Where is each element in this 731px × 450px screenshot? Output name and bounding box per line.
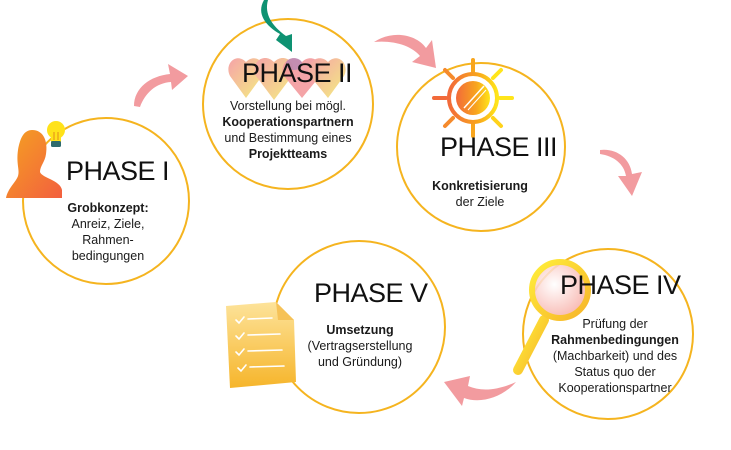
arrow-phase3-to-phase4 [600,149,642,196]
phase-5-description: Umsetzung (Vertragserstellung und Gründu… [290,322,430,370]
arrow-phase4-to-phase5 [444,376,516,406]
phase-5-circle [272,240,446,414]
arrow-phase1-to-phase2 [134,64,188,107]
phase-2-line: Kooperationspartnern [222,115,354,129]
magnifying-glass-icon [513,259,591,375]
phase-3-description: Konkretisierung der Ziele [410,178,550,210]
phase-4-line: (Machbarkeit) und des [552,349,678,363]
phase-5-line: (Vertragserstellung [307,339,413,353]
phase-3-line: Konkretisierung [432,179,528,193]
phase-2-line: Vorstellung bei mögl. [229,99,347,113]
phase-4-description: Prüfung der Rahmenbedingungen (Machbarke… [540,316,690,396]
phase-4-line: Rahmenbedingungen [551,333,679,347]
green-arrow-icon [261,0,292,52]
phase-1-line: Grobkonzept: [67,201,149,215]
phase-4-line: Kooperationspartner [558,381,672,395]
phase-2-line: und Bestimmung eines [224,131,352,145]
lightbulb-icon [47,121,65,147]
phase-5-line: Umsetzung [326,323,394,337]
phase-1-circle [22,117,190,285]
phase-1-line: Anreiz, Ziele, [71,217,145,231]
phase-4-title: PHASE IV [560,270,681,300]
phase-2-description: Vorstellung bei mögl. Kooperationspartne… [212,98,364,162]
phase-3-title: PHASE III [440,132,558,162]
arrow-phase2-to-phase3 [374,34,436,68]
phase-4-line: Prüfung der [582,317,648,331]
phase-1-line: bedingungen [71,249,145,263]
phase-1-line: Rahmen- [82,233,134,247]
phase-5-line: und Gründung) [317,355,403,369]
phase-3-line: der Ziele [455,195,505,209]
phase-4-line: Status quo der [574,365,656,379]
hearts-icon [228,57,346,100]
person-icon [6,130,62,198]
phase-2-line: Projektteams [248,147,328,161]
phase-5-title: PHASE V [314,278,428,308]
phase-1-title: PHASE I [66,156,170,186]
phase-1-description: Grobkonzept: Anreiz, Ziele, Rahmen- bedi… [40,200,176,264]
phase-2-title: PHASE II [242,58,353,88]
sun-icon [432,58,514,138]
checklist-document-icon [226,302,296,388]
